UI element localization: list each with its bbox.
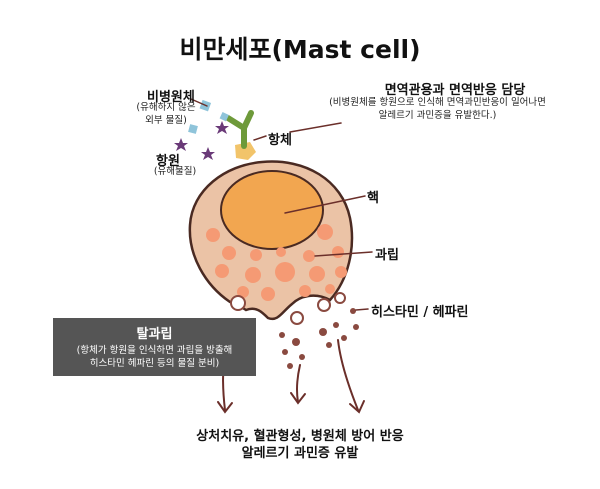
- pathogen-desc-line-1: (유해하지 않은: [136, 102, 196, 113]
- immunity-desc-line-1: (비병원체를 항원으로 인식해 면역과민반응이 일어나면: [329, 97, 546, 108]
- granule: [222, 246, 236, 260]
- leader-lines: [190, 98, 373, 311]
- pathogen-desc-line-2: 외부 물질): [145, 115, 187, 126]
- antigen-description: (유해물질): [153, 166, 197, 177]
- immunity-desc-line-2: 알레르기 과민증을 유발한다.): [378, 110, 497, 121]
- granule: [317, 224, 333, 240]
- granule: [245, 267, 261, 283]
- granule: [325, 284, 335, 294]
- effects-line-1: 상처치유, 혈관형성, 병원체 방어 반응: [196, 429, 404, 444]
- antibody-receptor: [235, 142, 256, 160]
- granule: [250, 249, 262, 261]
- degranulation-description: (항체가 항원을 인식하면 과립을 방출해 히스타민 헤파린 등의 물질 분비): [53, 344, 256, 370]
- granule: [299, 285, 311, 297]
- page-title: 비만세포(Mast cell): [179, 35, 421, 64]
- pathogens: [188, 99, 229, 134]
- effects-line-2: 알레르기 과민증 유발: [241, 446, 359, 461]
- degranulation-desc-line-1: (항체가 항원을 인식하면 과립을 방출해: [76, 345, 233, 356]
- degranulation-desc-line-2: 히스타민 헤파린 등의 물질 분비): [89, 358, 220, 369]
- antigens: [174, 121, 229, 160]
- granule: [215, 264, 229, 278]
- granules: [206, 224, 347, 301]
- granule: [206, 228, 220, 242]
- pathogen-description: (유해하지 않은 외부 물질): [120, 101, 212, 127]
- immunity-description: (비병원체를 항원으로 인식해 면역과민반응이 일어나면 알레르기 과민증을 유…: [300, 96, 575, 122]
- granule: [303, 250, 315, 262]
- nucleus: [220, 170, 324, 250]
- granule: [237, 286, 249, 298]
- granule-label: 과립: [375, 248, 399, 263]
- released-vesicles: [230, 292, 346, 325]
- pathogen-label: 비병원체: [147, 90, 195, 105]
- granule: [276, 247, 286, 257]
- granule: [275, 262, 295, 282]
- granule: [309, 266, 325, 282]
- degranulation-box: 탈과립 (항체가 항원을 인식하면 과립을 방출해 히스타민 헤파린 등의 물질…: [53, 318, 256, 376]
- nucleus-label: 핵: [367, 191, 379, 206]
- granule: [332, 246, 344, 258]
- antibody: [225, 110, 254, 149]
- immunity-label: 면역관용과 면역반응 담당: [384, 83, 526, 98]
- antigen-label: 항원: [156, 154, 180, 169]
- granule: [261, 287, 275, 301]
- antibody-label: 항체: [268, 133, 292, 148]
- granule: [335, 266, 347, 278]
- effects-text: 상처치유, 혈관형성, 병원체 방어 반응 알레르기 과민증 유발: [0, 428, 600, 462]
- degranulation-title: 탈과립: [136, 327, 173, 342]
- histamine-heparin-label: 히스타민 / 헤파린: [371, 305, 469, 320]
